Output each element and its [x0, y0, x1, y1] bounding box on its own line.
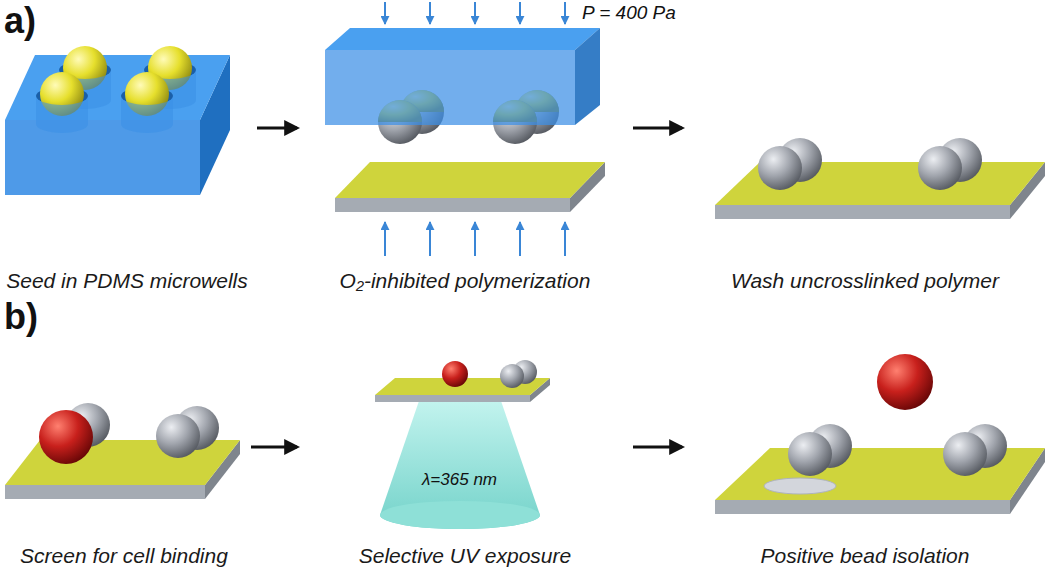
- process-step: Screen for cell binding: [0, 330, 248, 569]
- step-caption: Selective UV exposure: [359, 543, 571, 569]
- pressure-arrow: [519, 222, 521, 256]
- pressure-arrow: [429, 222, 431, 256]
- grey-bead: [918, 146, 962, 190]
- grey-bead: [156, 414, 200, 458]
- pressure-arrow: [564, 222, 566, 256]
- grey-bead: [500, 364, 524, 388]
- step-caption: Positive bead isolation: [761, 543, 970, 569]
- pdms-front: [325, 50, 575, 125]
- pressure-arrow: [384, 222, 386, 256]
- red-bead: [442, 361, 468, 387]
- step-caption: Wash uncrosslinked polymer: [731, 268, 999, 294]
- grey-bead: [788, 432, 832, 476]
- pressure-arrow: [429, 2, 431, 24]
- grey-bead: [758, 146, 802, 190]
- process-step: Positive bead isolation: [685, 330, 1045, 569]
- substrate-front: [375, 395, 530, 402]
- substrate-front: [5, 485, 205, 499]
- pressure-arrow: [564, 2, 566, 24]
- exposed-spot: [764, 478, 836, 494]
- substrate-front: [715, 500, 1010, 514]
- process-step: Selective UV exposure: [300, 330, 630, 569]
- microwell-wall: [121, 96, 173, 133]
- process-step: Seed in PDMS microwells: [0, 40, 254, 294]
- process-step: Wash uncrosslinked polymer: [685, 0, 1045, 294]
- step-caption: Seed in PDMS microwells: [6, 268, 248, 294]
- pressure-arrow: [474, 222, 476, 256]
- pdms-side: [575, 28, 600, 125]
- pressure-label: P = 400 Pa: [582, 2, 676, 24]
- uv-cone-base: [380, 501, 540, 529]
- panel-label: b): [4, 296, 38, 338]
- process-arrow: [251, 446, 297, 449]
- pressure-arrow: [384, 2, 386, 24]
- panel-label: a): [4, 0, 36, 42]
- wavelength-label: λ=365 nm: [422, 470, 497, 490]
- pressure-arrow: [519, 2, 521, 24]
- grey-bead: [943, 432, 987, 476]
- process-arrow: [633, 127, 682, 130]
- uv-cone: [380, 398, 540, 529]
- pressure-arrow: [474, 2, 476, 24]
- process-step: O₂-inhibited polymerization: [300, 0, 630, 294]
- process-arrow: [633, 446, 682, 449]
- substrate-front: [715, 205, 1010, 219]
- substrate-front: [335, 198, 570, 212]
- microwell-wall: [36, 96, 88, 133]
- step-caption: Screen for cell binding: [20, 543, 228, 569]
- red-bead: [39, 410, 93, 464]
- pdms-top: [325, 28, 600, 50]
- substrate-top: [335, 162, 605, 198]
- process-arrow: [257, 127, 297, 130]
- pdms-front: [5, 120, 200, 195]
- step-caption: O₂-inhibited polymerization: [340, 268, 591, 294]
- red-bead: [877, 354, 933, 410]
